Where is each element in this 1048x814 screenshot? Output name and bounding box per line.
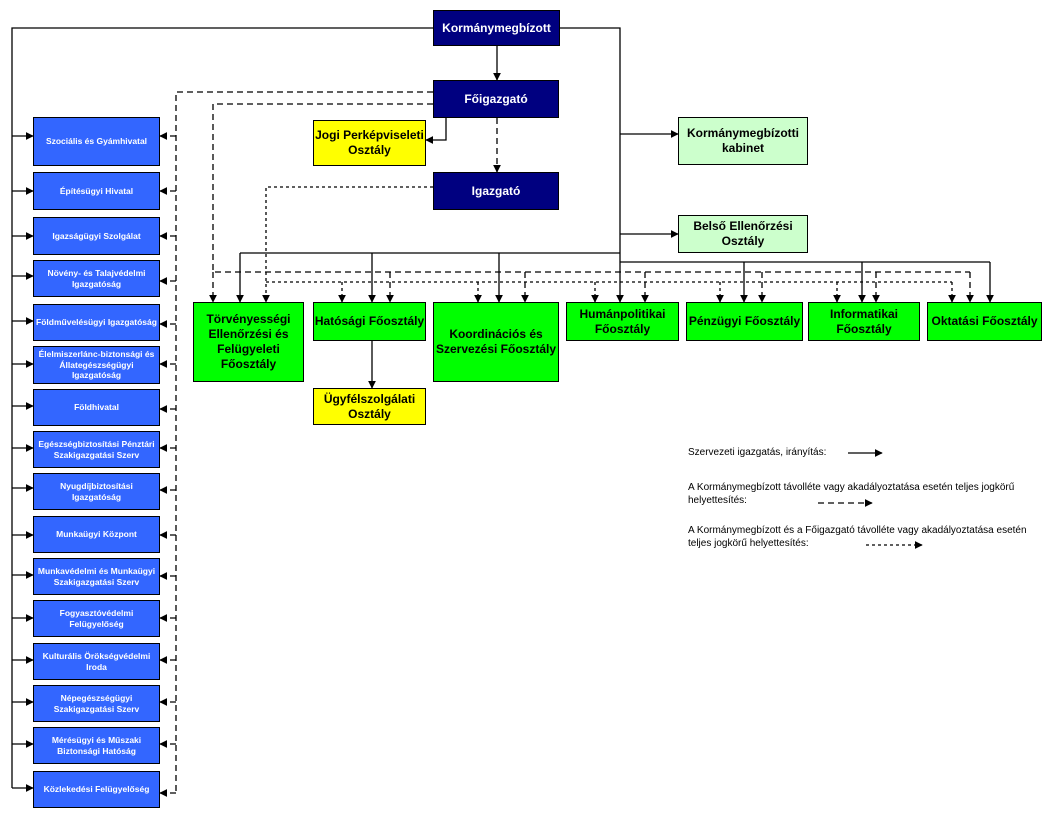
informatikai-box: Informatikai Főosztály <box>808 302 920 341</box>
kormanymegbizott-label: Kormánymegbízott <box>442 20 551 35</box>
office-box: Közlekedési Felügyelőség <box>33 771 160 808</box>
penzugyi-box: Pénzügyi Főosztály <box>686 302 803 341</box>
ugyfelszolgalati-label: Ügyfélszolgálati Osztály <box>323 391 416 421</box>
oktatasi-box: Oktatási Főosztály <box>927 302 1042 341</box>
office-label: Szociális és Gyámhivatal <box>45 136 148 147</box>
legend-dashed-text: A Kormánymegbízott távolléte vagy akadál… <box>688 482 1015 506</box>
oktatasi-label: Oktatási Főosztály <box>931 314 1038 328</box>
torvenyessegi-label: Törvényességi Ellenőrzési és Felügyeleti… <box>206 312 291 371</box>
humanpolitikai-box: Humánpolitikai Főosztály <box>566 302 679 341</box>
legend-dotted-text: A Kormánymegbízott és a Főigazgató távol… <box>688 525 1027 549</box>
office-label: Népegészségügyi Szakigazgatási Szerv <box>53 692 140 714</box>
office-box: Fogyasztóvédelmi Felügyelőség <box>33 600 160 637</box>
office-label: Kulturális Örökségvédelmi Iroda <box>42 650 151 672</box>
legend-solid: Szervezeti igazgatás, irányítás: <box>688 446 848 459</box>
legend-dotted: A Kormánymegbízott és a Főigazgató távol… <box>688 524 1028 550</box>
office-box: Igazságügyi Szolgálat <box>33 217 160 255</box>
office-label: Fogyasztóvédelmi Felügyelőség <box>59 607 134 629</box>
office-label: Építésügyi Hivatal <box>59 185 134 196</box>
hatosagi-label: Hatósági Főosztály <box>314 314 425 328</box>
kormanymegbizotti-kabinet-label: Kormánymegbízotti kabinet <box>686 126 799 155</box>
office-box: Egészségbiztosítási Pénztári Szakigazgat… <box>33 431 160 468</box>
office-box: Élelmiszerlánc-biztonsági és Állategészs… <box>33 346 160 384</box>
legend-dashed: A Kormánymegbízott távolléte vagy akadál… <box>688 481 1018 507</box>
office-label: Földművelésügyi Igazgatóság <box>36 317 157 328</box>
office-label: Közlekedési Felügyelőség <box>43 784 150 795</box>
office-box: Mérésügyi és Műszaki Biztonsági Hatóság <box>33 727 160 764</box>
office-box: Földhivatal <box>33 389 160 426</box>
office-label: Munkavédelmi és Munkaügyi Szakigazgatási… <box>37 565 156 587</box>
belso-ellenorzesi-box: Belső Ellenőrzési Osztály <box>678 215 808 253</box>
koordinacios-box: Koordinációs és Szervezési Főosztály <box>433 302 559 382</box>
office-box: Munkavédelmi és Munkaügyi Szakigazgatási… <box>33 558 160 595</box>
jogi-perkepviseleti-label: Jogi Perképviseleti Osztály <box>315 128 424 157</box>
penzugyi-label: Pénzügyi Főosztály <box>688 314 801 328</box>
office-label: Munkaügyi Központ <box>56 529 137 540</box>
foigazgato-box: Főigazgató <box>433 80 559 118</box>
office-label: Élelmiszerlánc-biztonsági és Állategészs… <box>38 349 155 381</box>
foigazgato-label: Főigazgató <box>464 91 528 106</box>
office-box: Népegészségügyi Szakigazgatási Szerv <box>33 685 160 722</box>
office-label: Földhivatal <box>74 402 119 413</box>
office-box: Földművelésügyi Igazgatóság <box>33 304 160 341</box>
humanpolitikai-label: Humánpolitikai Főosztály <box>579 306 666 336</box>
jogi-perkepviseleti-box: Jogi Perképviseleti Osztály <box>313 120 426 166</box>
ugyfelszolgalati-box: Ügyfélszolgálati Osztály <box>313 388 426 425</box>
office-label: Mérésügyi és Műszaki Biztonsági Hatóság <box>51 734 142 756</box>
office-label: Egészségbiztosítási Pénztári Szakigazgat… <box>38 438 155 460</box>
office-box: Szociális és Gyámhivatal <box>33 117 160 166</box>
office-label: Igazságügyi Szolgálat <box>52 230 141 241</box>
office-box: Munkaügyi Központ <box>33 516 160 553</box>
hatosagi-box: Hatósági Főosztály <box>313 302 426 341</box>
informatikai-label: Informatikai Főosztály <box>829 306 898 336</box>
office-label: Növény- és Talajvédelmi Igazgatóság <box>47 267 146 289</box>
office-box: Növény- és Talajvédelmi Igazgatóság <box>33 260 160 297</box>
igazgato-box: Igazgató <box>433 172 559 210</box>
office-box: Építésügyi Hivatal <box>33 172 160 210</box>
igazgato-label: Igazgató <box>471 183 521 198</box>
office-box: Kulturális Örökségvédelmi Iroda <box>33 643 160 680</box>
kormanymegbizotti-kabinet-box: Kormánymegbízotti kabinet <box>678 117 808 165</box>
legend-solid-text: Szervezeti igazgatás, irányítás: <box>688 447 827 458</box>
office-box: Nyugdíjbiztosítási Igazgatóság <box>33 473 160 510</box>
belso-ellenorzesi-label: Belső Ellenőrzési Osztály <box>693 219 793 248</box>
kormanymegbizott-box: Kormánymegbízott <box>433 10 560 46</box>
office-label: Nyugdíjbiztosítási Igazgatóság <box>60 480 133 502</box>
torvenyessegi-box: Törvényességi Ellenőrzési és Felügyeleti… <box>193 302 304 382</box>
koordinacios-label: Koordinációs és Szervezési Főosztály <box>435 327 557 356</box>
